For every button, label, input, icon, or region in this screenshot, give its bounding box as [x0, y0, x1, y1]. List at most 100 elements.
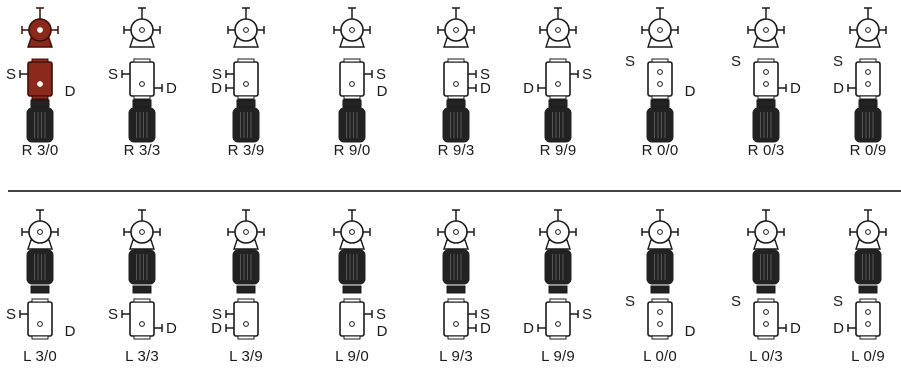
- discharge-port: [468, 84, 477, 92]
- coupling-icon: [236, 99, 256, 108]
- suction-label: S: [480, 66, 490, 83]
- flywheel-icon: [21, 209, 59, 250]
- flywheel-icon: [849, 7, 887, 48]
- gear-housing-icon: [443, 58, 469, 100]
- pump-unit: SD: [731, 209, 801, 340]
- pump-unit: SD: [333, 7, 388, 143]
- pump-unit: SD: [625, 7, 696, 143]
- discharge-port: [154, 324, 163, 332]
- suction-port: [570, 310, 579, 318]
- gear-housing-icon: [855, 298, 881, 340]
- configuration-label: L 3/0: [23, 348, 57, 365]
- suction-label: S: [6, 66, 16, 83]
- coupling-icon: [342, 285, 362, 294]
- suction-label: S: [108, 306, 118, 323]
- motor-icon: [544, 249, 572, 285]
- coupling-icon: [342, 99, 362, 108]
- flywheel-icon: [437, 209, 475, 250]
- suction-label: S: [480, 306, 490, 323]
- discharge-label: D: [166, 80, 177, 97]
- coupling-icon: [858, 285, 878, 294]
- suction-port: [121, 70, 130, 78]
- configuration-label: L 0/0: [643, 348, 677, 365]
- motor-icon: [128, 107, 156, 143]
- configuration-label: L 3/3: [125, 348, 159, 365]
- coupling-icon: [132, 285, 152, 294]
- motor-icon: [854, 107, 882, 143]
- gear-housing-icon: [753, 298, 779, 340]
- flywheel-icon: [333, 7, 371, 48]
- coupling-icon: [858, 99, 878, 108]
- motor-icon: [232, 249, 260, 285]
- configuration-label: R 9/0: [333, 142, 371, 159]
- suction-label: S: [731, 53, 741, 70]
- coupling-icon: [650, 285, 670, 294]
- coupling-icon: [30, 99, 50, 108]
- discharge-label: D: [65, 83, 76, 100]
- coupling-icon: [236, 285, 256, 294]
- pump-unit: SD: [6, 7, 76, 143]
- motor-icon: [752, 249, 780, 285]
- discharge-label: D: [523, 80, 534, 97]
- configuration-label: R 3/0: [21, 142, 59, 159]
- motor-icon: [752, 107, 780, 143]
- suction-label: S: [582, 306, 592, 323]
- pump-unit: SD: [211, 209, 265, 340]
- suction-label: S: [731, 293, 741, 310]
- motor-icon: [338, 249, 366, 285]
- motor-icon: [338, 107, 366, 143]
- suction-port: [364, 70, 373, 78]
- suction-port: [570, 70, 579, 78]
- discharge-port: [154, 84, 163, 92]
- suction-port: [225, 310, 234, 318]
- configuration-label: R 0/3: [747, 142, 785, 159]
- pump-unit: SD: [108, 209, 177, 340]
- pump-unit: SD: [437, 7, 491, 143]
- flywheel-icon: [641, 7, 679, 48]
- configuration-label: R 9/9: [539, 142, 577, 159]
- discharge-label: D: [523, 320, 534, 337]
- configuration-label: R 3/9: [227, 142, 265, 159]
- discharge-port: [847, 324, 856, 332]
- flywheel-icon: [539, 209, 577, 250]
- flywheel-icon: [437, 7, 475, 48]
- suction-label: S: [108, 66, 118, 83]
- discharge-label: D: [790, 320, 801, 337]
- configuration-label: R 0/9: [849, 142, 887, 159]
- configuration-label: R 3/3: [123, 142, 161, 159]
- discharge-port: [537, 84, 546, 92]
- suction-label: S: [376, 66, 386, 83]
- coupling-icon: [446, 285, 466, 294]
- configuration-label: L 0/9: [851, 348, 885, 365]
- configuration-label: L 9/9: [541, 348, 575, 365]
- gear-housing-icon: [545, 298, 571, 340]
- coupling-icon: [650, 99, 670, 108]
- suction-port: [121, 310, 130, 318]
- pump-unit: SD: [108, 7, 177, 143]
- gear-housing-icon: [443, 298, 469, 340]
- suction-port: [468, 70, 477, 78]
- suction-label: S: [833, 53, 843, 70]
- coupling-icon: [548, 285, 568, 294]
- discharge-port: [847, 84, 856, 92]
- discharge-port: [225, 324, 234, 332]
- flywheel-icon: [21, 7, 59, 48]
- gear-housing-icon: [27, 58, 53, 100]
- discharge-label: D: [685, 323, 696, 340]
- discharge-label: D: [377, 323, 388, 340]
- pump-unit: SD: [523, 209, 592, 340]
- gear-housing-icon: [129, 58, 155, 100]
- suction-port: [225, 70, 234, 78]
- discharge-label: D: [377, 83, 388, 100]
- suction-label: S: [212, 306, 222, 323]
- discharge-label: D: [685, 83, 696, 100]
- pump-unit: SD: [625, 209, 696, 340]
- discharge-port: [537, 324, 546, 332]
- motor-icon: [26, 249, 54, 285]
- flywheel-icon: [123, 7, 161, 48]
- coupling-icon: [756, 99, 776, 108]
- motor-icon: [442, 249, 470, 285]
- discharge-label: D: [65, 323, 76, 340]
- motor-icon: [646, 107, 674, 143]
- discharge-port: [468, 324, 477, 332]
